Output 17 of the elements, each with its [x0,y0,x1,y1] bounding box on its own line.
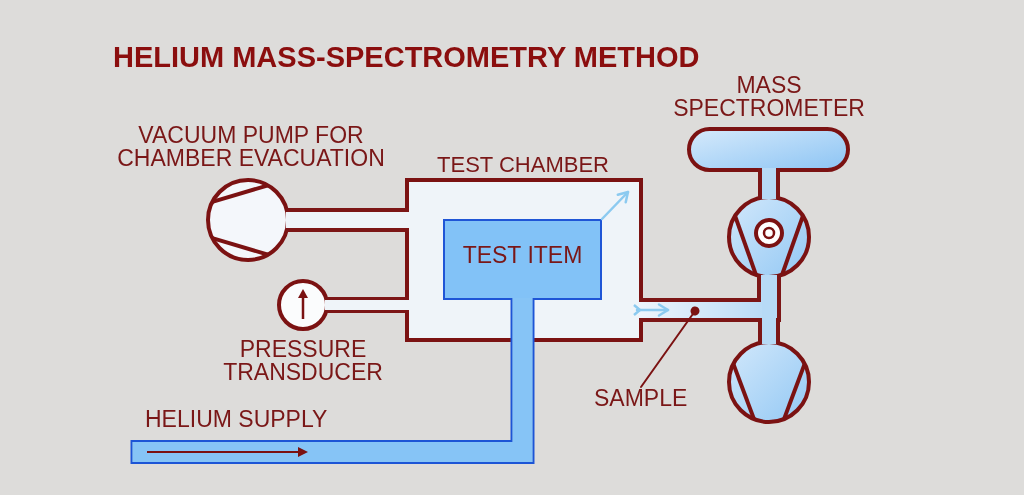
pipe [132,298,533,462]
component-label: TEST CHAMBER [436,153,610,176]
arrow [632,303,670,317]
diagram-title: HELIUM MASS-SPECTROMETRY METHOD [113,41,700,74]
pipe [286,212,409,228]
arrow [600,190,630,221]
callout-label: SAMPLE [594,387,690,410]
pipe [639,275,777,318]
test-item-box [443,219,602,300]
pipe [325,300,409,310]
pump-symbol [727,195,811,279]
component-label: MASS SPECTROMETER [672,74,866,120]
leader-line [640,306,700,388]
component-label: VACUUM PUMP FOR CHAMBER EVACUATION [116,124,386,170]
component-label: TEST ITEM [461,244,584,267]
pump-symbol [727,340,811,424]
component-label: PRESSURE TRANSDUCER [222,338,384,384]
